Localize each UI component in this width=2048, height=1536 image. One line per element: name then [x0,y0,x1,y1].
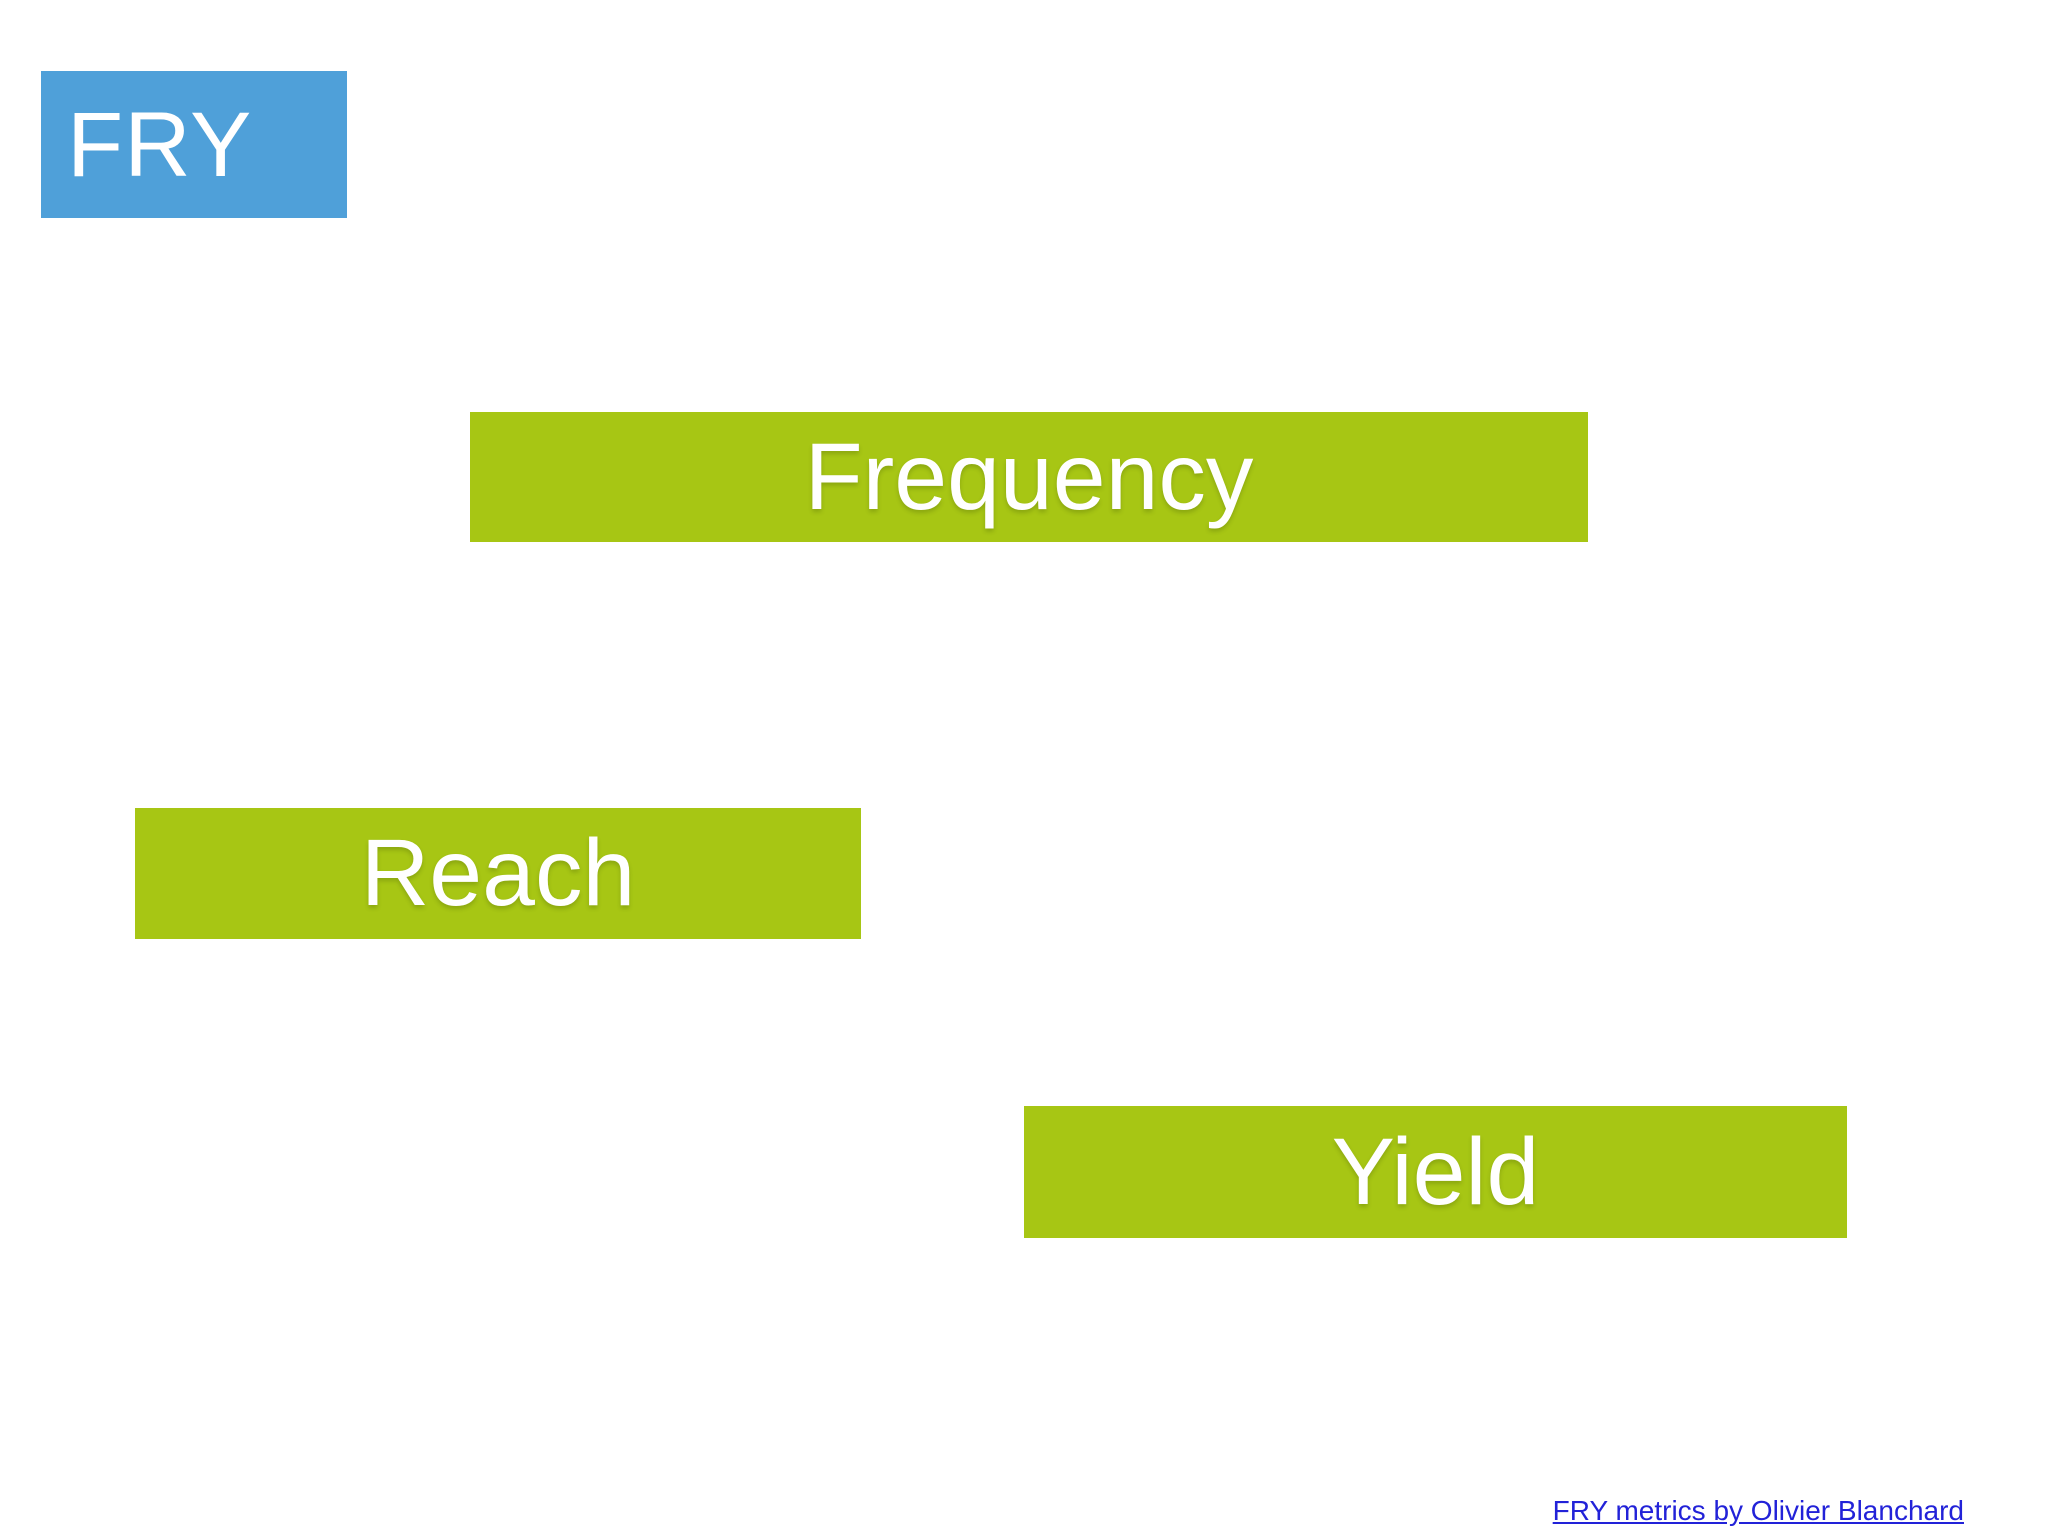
yield-bar-label: Yield [1331,1118,1540,1225]
fry-badge: FRY [41,71,347,218]
fry-metrics-link[interactable]: FRY metrics by Olivier Blanchard [1552,1495,1964,1526]
reach-bar-label: Reach [360,820,636,926]
yield-bar: Yield [1024,1106,1847,1238]
frequency-bar: Frequency [470,412,1588,542]
reach-bar: Reach [135,808,861,939]
fry-badge-label: FRY [67,93,253,196]
frequency-bar-label: Frequency [804,423,1254,530]
